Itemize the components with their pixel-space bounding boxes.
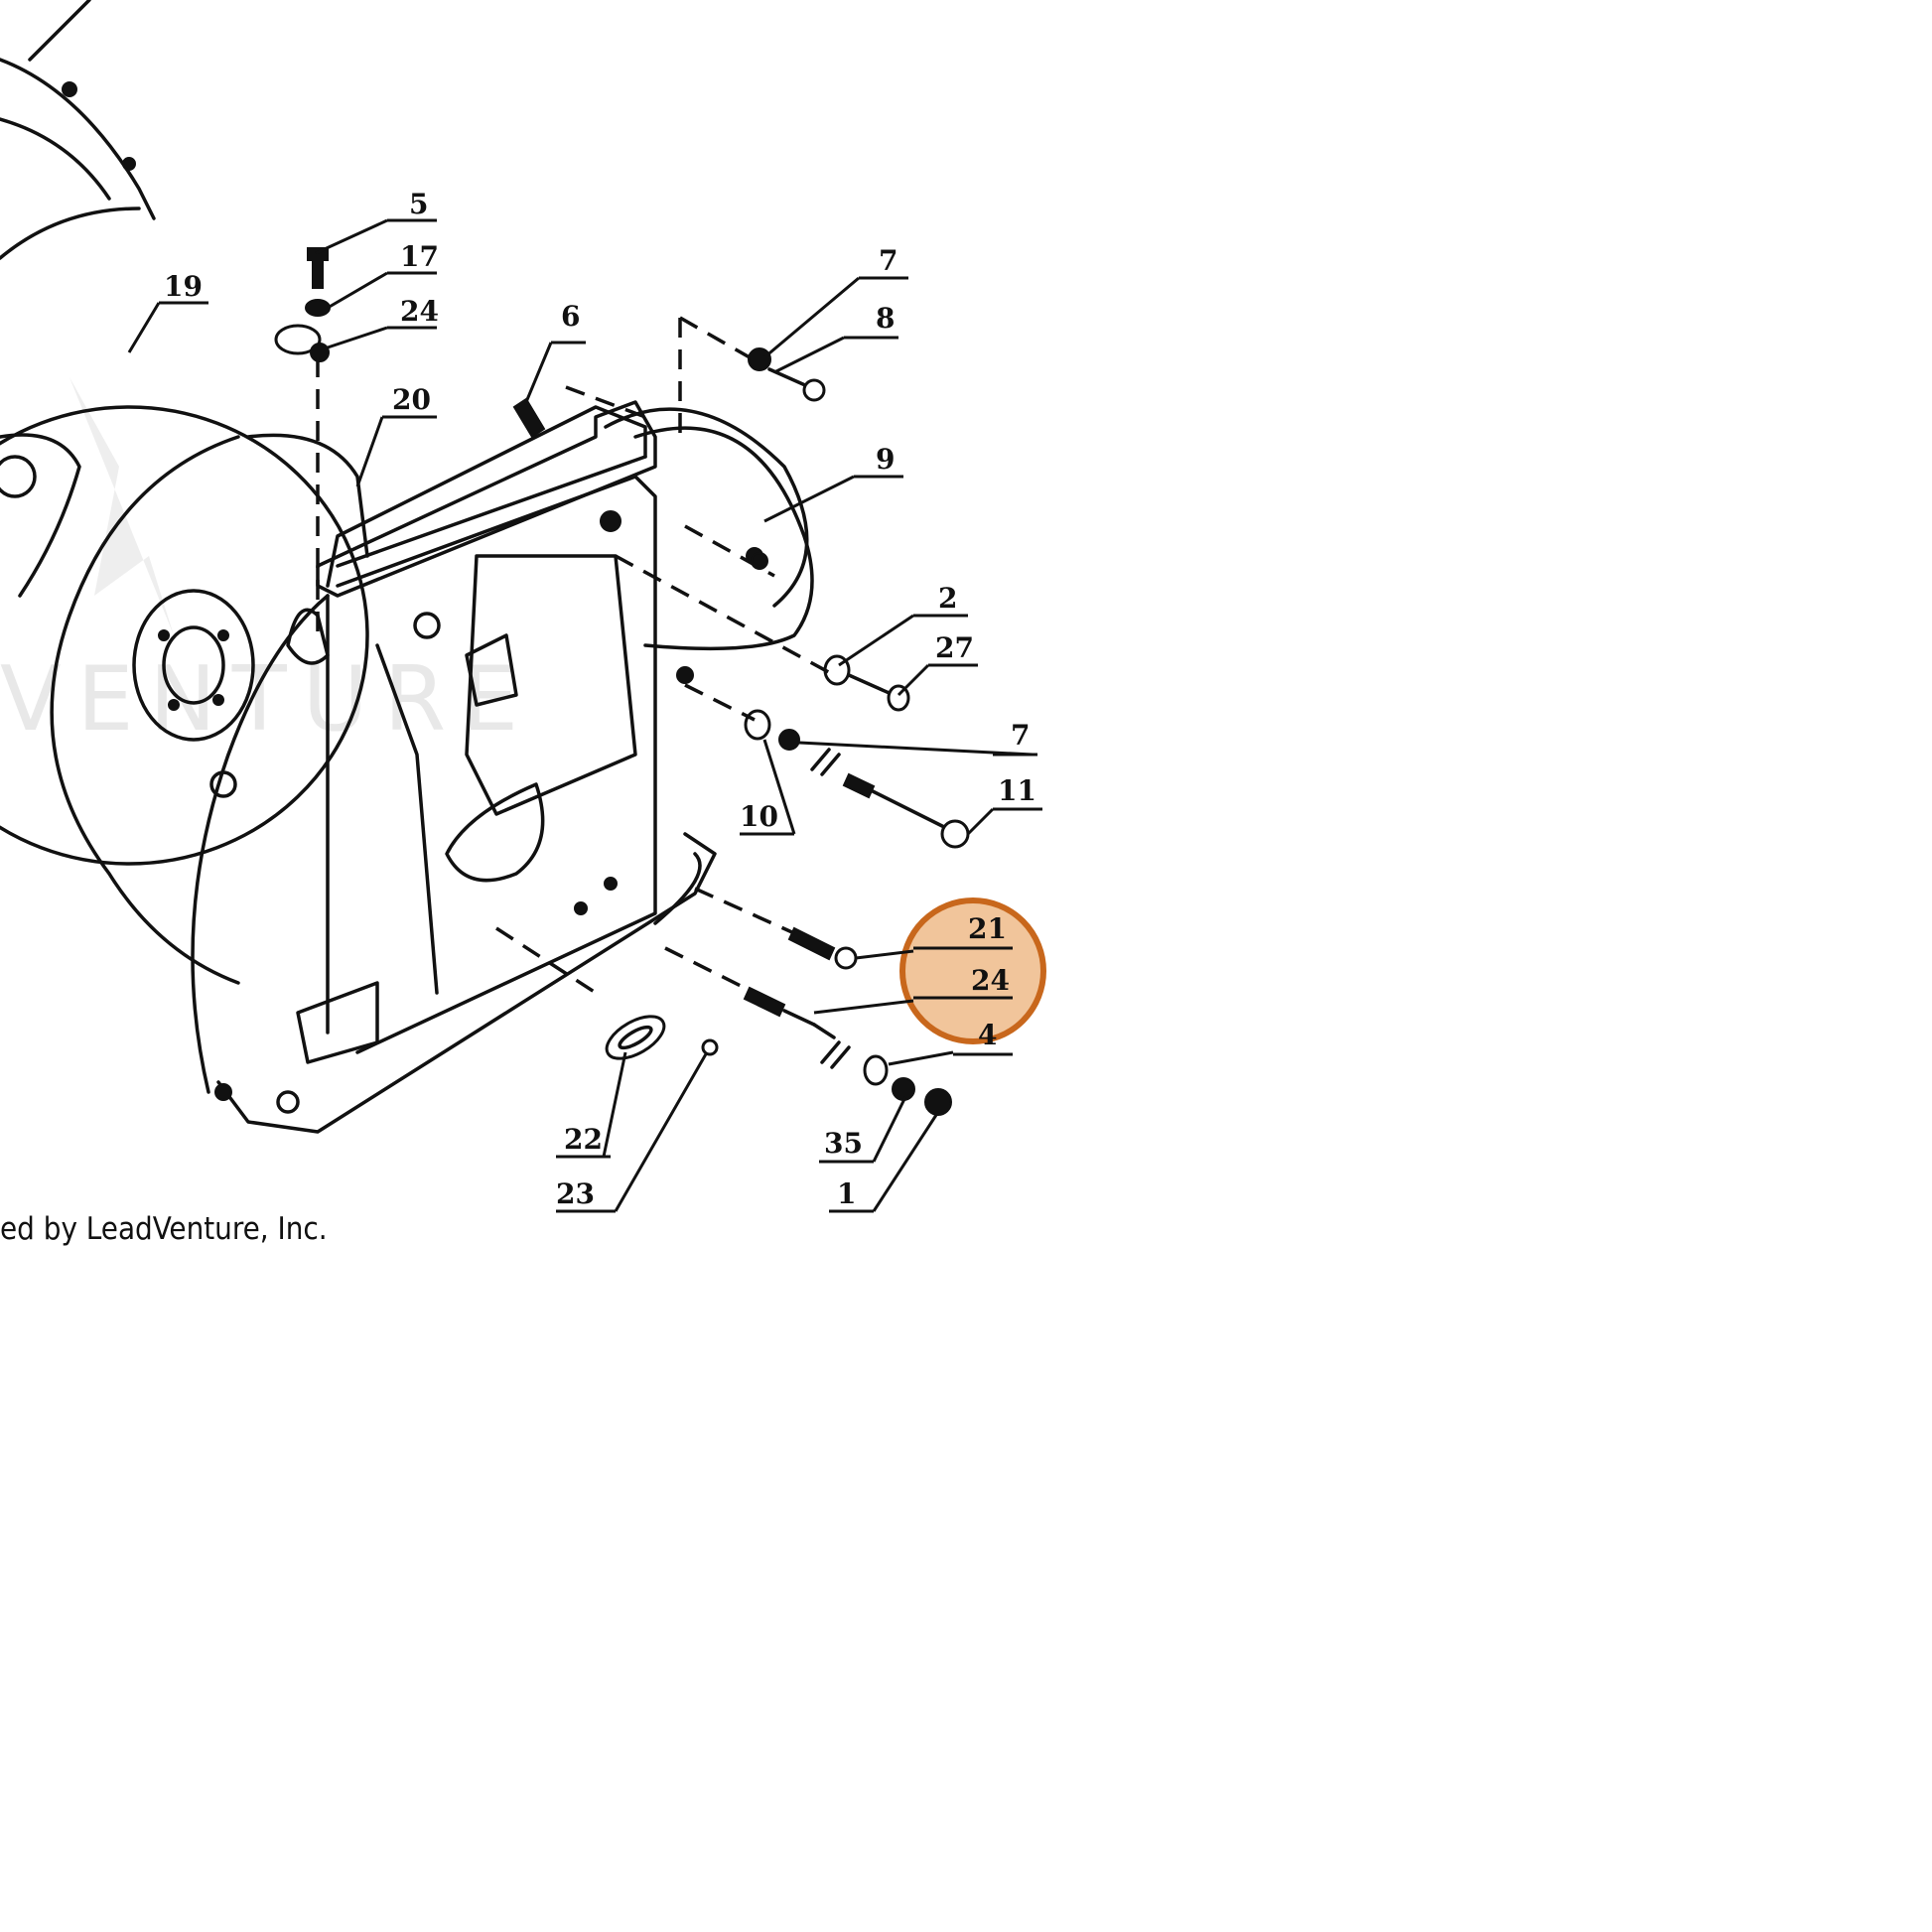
callout-9: 9 — [876, 443, 895, 476]
callout-23: 23 — [556, 1177, 595, 1210]
hardware — [274, 247, 970, 1116]
watermark: VENTURE — [0, 377, 534, 752]
copyright-text: ed by LeadVenture, Inc. — [0, 1211, 328, 1247]
shroud-top-left — [0, 0, 156, 260]
callout-labels: 5 17 24 19 6 20 7 8 9 2 27 7 10 11 21 24… — [164, 188, 1036, 1210]
callout-27: 27 — [935, 631, 974, 664]
top-bracket — [316, 400, 657, 598]
flywheel — [0, 405, 369, 866]
callout-8: 8 — [876, 302, 895, 335]
centerlines — [316, 316, 835, 995]
blower-housing — [50, 405, 814, 1134]
callout-35: 35 — [824, 1127, 863, 1160]
callout-19: 19 — [164, 270, 203, 303]
callout-24-highlighted: 24 — [971, 964, 1010, 997]
callout-10: 10 — [740, 800, 778, 833]
callout-leaders — [127, 218, 1042, 1213]
callout-22: 22 — [564, 1123, 603, 1156]
callout-1: 1 — [837, 1177, 856, 1210]
watermark-text: VENTURE — [0, 647, 534, 752]
callout-17: 17 — [400, 240, 439, 273]
callout-21: 21 — [968, 912, 1007, 945]
callout-5: 5 — [409, 188, 428, 220]
callout-11: 11 — [998, 774, 1036, 807]
callout-6: 6 — [561, 300, 580, 333]
callout-7-top: 7 — [879, 244, 897, 277]
callout-4: 4 — [978, 1019, 997, 1051]
callout-7-middle: 7 — [1011, 719, 1030, 752]
callout-24-top: 24 — [400, 295, 439, 328]
highlight-marker — [899, 897, 1046, 1044]
callout-20: 20 — [392, 383, 431, 416]
callout-2: 2 — [938, 582, 957, 615]
